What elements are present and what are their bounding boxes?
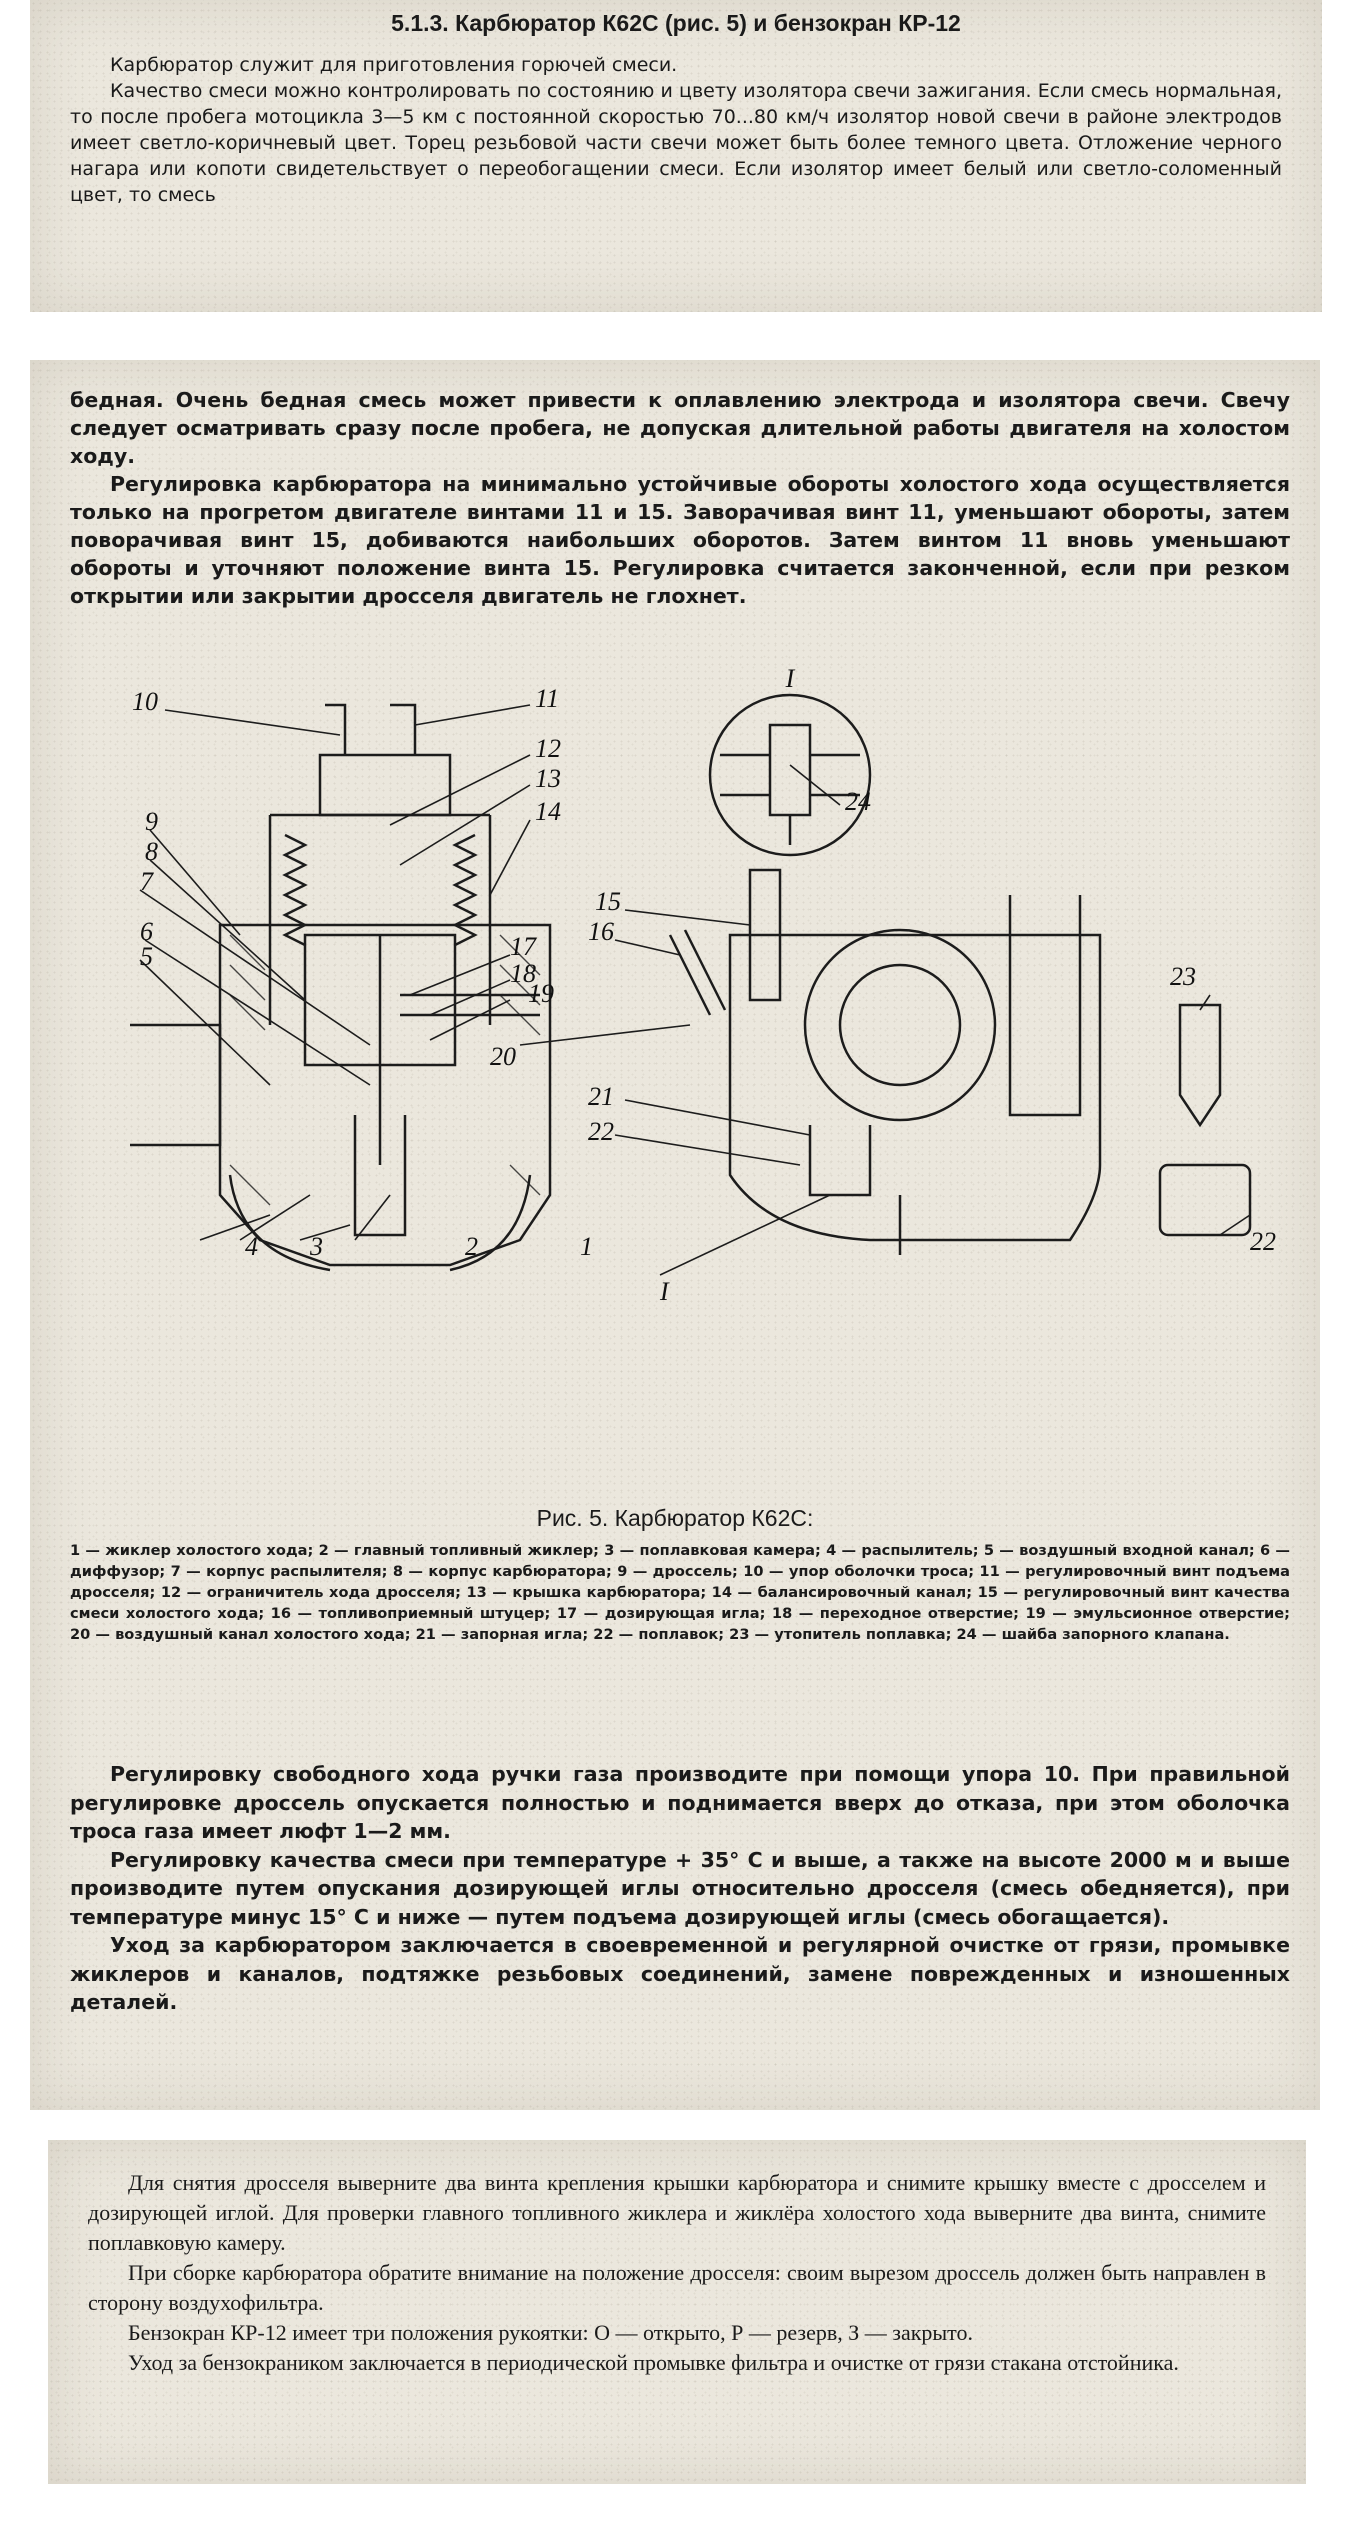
label-7: 7 — [140, 867, 154, 896]
figure-legend: 1 — жиклер холостого хода; 2 — главный т… — [70, 1542, 1290, 1643]
jet-block — [353, 1115, 407, 1237]
label-22-float: 22 — [1250, 1227, 1276, 1256]
idle-channel — [400, 993, 540, 1017]
label-15: 15 — [595, 887, 621, 916]
paragraph: Регулировка карбюратора на минимально ус… — [70, 472, 1290, 608]
paragraph: Уход за карбюратором заключается в своев… — [70, 1933, 1290, 2014]
paragraph: Регулировку свободного хода ручки газа п… — [70, 1762, 1290, 1843]
paragraph: Бензокран КР-12 имеет три положения руко… — [128, 2320, 974, 2345]
float-chamber — [228, 1174, 532, 1272]
label-17: 17 — [510, 932, 537, 961]
adjustment-text: бедная. Очень бедная смесь может привест… — [70, 386, 1290, 610]
float-needle-housing — [808, 1125, 872, 1197]
paragraph: Качество смеси можно контролировать по с… — [70, 80, 1282, 206]
label-24: 24 — [845, 787, 871, 816]
label-8: 8 — [145, 837, 158, 866]
label-20: 20 — [490, 1042, 516, 1071]
scan-fragment-bottom: Для снятия дросселя выверните два винта … — [48, 2140, 1306, 2484]
paragraph: При сборке карбюратора обратите внимание… — [88, 2260, 1266, 2315]
adjustment-text-bottom: Регулировку свободного хода ручки газа п… — [70, 1760, 1290, 2017]
mixture-screw — [748, 868, 782, 1002]
section-heading: 5.1.3. Карбюратор К62С (рис. 5) и бензок… — [391, 10, 961, 36]
label-21: 21 — [588, 1082, 614, 1111]
label-23: 23 — [1170, 962, 1196, 991]
scan-fragment-top: 5.1.3. Карбюратор К62С (рис. 5) и бензок… — [30, 0, 1322, 312]
label-6: 6 — [140, 917, 153, 946]
label-22: 22 — [588, 1117, 614, 1146]
throttle-spring — [282, 833, 478, 947]
detail-i-circle — [708, 693, 872, 857]
label-18: 18 — [510, 959, 536, 988]
label-1: 1 — [580, 1232, 593, 1261]
maintenance-text: Для снятия дросселя выверните два винта … — [88, 2168, 1266, 2378]
air-intake — [130, 1023, 222, 1147]
paragraph: бедная. Очень бедная смесь может привест… — [70, 388, 1290, 468]
detail-needle — [768, 723, 812, 845]
label-detail-i: I — [659, 1277, 670, 1306]
intake-bore-inner — [838, 963, 962, 1087]
cable-stop — [325, 703, 417, 755]
flange — [1008, 895, 1082, 1117]
intro-text: Карбюратор служит для приготовления горю… — [70, 52, 1282, 208]
float-tickler — [1178, 1003, 1222, 1128]
carburetor-body-outline — [218, 923, 552, 1267]
label-2: 2 — [465, 1232, 478, 1261]
label-10: 10 — [132, 687, 158, 716]
side-body-outline — [728, 933, 1102, 1242]
paragraph: Уход за бензокраником заключается в пери… — [128, 2350, 1179, 2375]
carburetor-diagram: I 1 2 3 4 5 6 7 — [130, 664, 1276, 1306]
label-12: 12 — [535, 734, 561, 763]
cover-top — [318, 753, 452, 817]
label-9: 9 — [145, 807, 158, 836]
float — [1158, 1163, 1252, 1237]
figure-caption-title: Рис. 5. Карбюратор К62С: — [536, 1505, 814, 1531]
paragraph: Для снятия дросселя выверните два винта … — [88, 2170, 1266, 2255]
label-16: 16 — [588, 917, 614, 946]
paragraph: Карбюратор служит для приготовления горю… — [110, 54, 678, 76]
label-3: 3 — [309, 1232, 323, 1261]
label-14: 14 — [535, 797, 561, 826]
intake-bore-outer — [803, 928, 997, 1122]
detail-mark-i: I — [785, 664, 796, 693]
label-4: 4 — [245, 1232, 258, 1261]
label-13: 13 — [535, 764, 561, 793]
fuel-fitting — [668, 929, 727, 1016]
paragraph: Регулировку качества смеси при температу… — [70, 1847, 1290, 1929]
label-5: 5 — [140, 942, 153, 971]
scan-fragment-middle: бедная. Очень бедная смесь может привест… — [30, 360, 1320, 2110]
label-19: 19 — [528, 979, 554, 1008]
label-11: 11 — [535, 684, 559, 713]
